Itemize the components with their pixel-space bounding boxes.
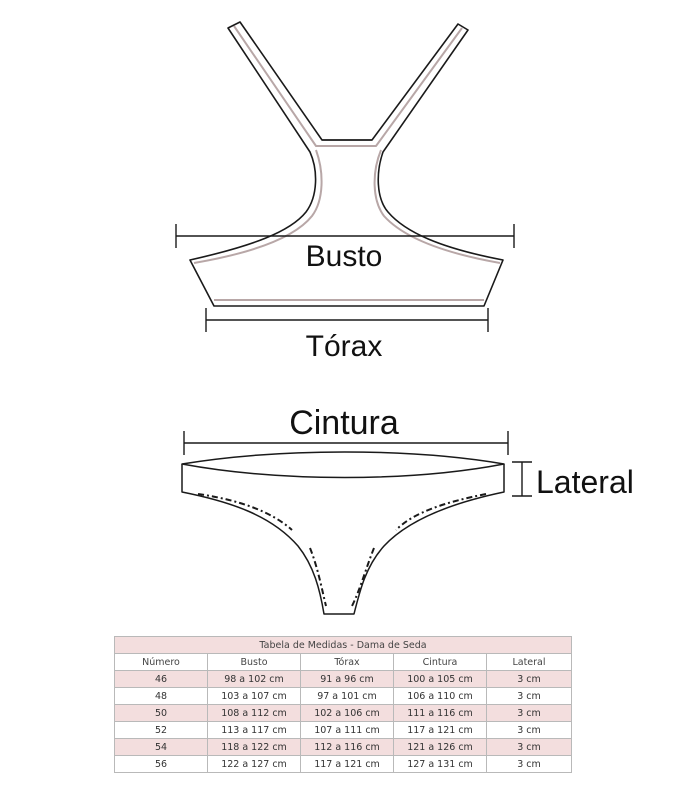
cell-torax: 91 a 96 cm (300, 670, 394, 688)
cell-busto: 118 a 122 cm (207, 738, 301, 756)
top-outline (189, 21, 504, 307)
table-title: Tabela de Medidas - Dama de Seda (114, 636, 572, 654)
header-numero: Número (114, 653, 208, 671)
cell-busto: 122 a 127 cm (207, 755, 301, 773)
cell-cintura: 111 a 116 cm (393, 704, 487, 722)
cell-cintura: 100 a 105 cm (393, 670, 487, 688)
lateral-label: Lateral (536, 464, 634, 500)
cell-busto: 98 a 102 cm (207, 670, 301, 688)
bottom-garment (181, 451, 505, 615)
stitch-lines (197, 493, 487, 607)
cintura-label: Cintura (289, 404, 399, 442)
cell-torax: 107 a 111 cm (300, 721, 394, 739)
cell-torax: 112 a 116 cm (300, 738, 394, 756)
size-chart-table: Tabela de Medidas - Dama de Seda Número … (114, 636, 572, 773)
cell-busto: 108 a 112 cm (207, 704, 301, 722)
cell-cintura: 121 a 126 cm (393, 738, 487, 756)
bottom-outline (181, 464, 505, 615)
cell-lateral: 3 cm (486, 704, 572, 722)
table-header-row: Número Busto Tórax Cintura Lateral (114, 653, 572, 671)
cell-busto: 103 a 107 cm (207, 687, 301, 705)
cell-numero: 46 (114, 670, 208, 688)
cell-numero: 54 (114, 738, 208, 756)
cell-lateral: 3 cm (486, 670, 572, 688)
cintura-measure-line (183, 431, 509, 455)
cell-torax: 102 a 106 cm (300, 704, 394, 722)
cell-numero: 50 (114, 704, 208, 722)
cell-torax: 97 a 101 cm (300, 687, 394, 705)
cell-numero: 48 (114, 687, 208, 705)
cell-lateral: 3 cm (486, 687, 572, 705)
cell-lateral: 3 cm (486, 738, 572, 756)
cell-cintura: 127 a 131 cm (393, 755, 487, 773)
table-row: 48 103 a 107 cm 97 a 101 cm 106 a 110 cm… (114, 687, 572, 705)
top-garment (189, 21, 504, 307)
table-row: 52 113 a 117 cm 107 a 111 cm 117 a 121 c… (114, 721, 572, 739)
cell-numero: 56 (114, 755, 208, 773)
cell-cintura: 106 a 110 cm (393, 687, 487, 705)
top-inner-line (193, 25, 501, 301)
table-row: 54 118 a 122 cm 112 a 116 cm 121 a 126 c… (114, 738, 572, 756)
table-row: 46 98 a 102 cm 91 a 96 cm 100 a 105 cm 3… (114, 670, 572, 688)
cell-lateral: 3 cm (486, 755, 572, 773)
busto-label: Busto (306, 240, 383, 273)
cell-torax: 117 a 121 cm (300, 755, 394, 773)
torax-measure-line (205, 308, 489, 332)
cell-lateral: 3 cm (486, 721, 572, 739)
cell-numero: 52 (114, 721, 208, 739)
header-cintura: Cintura (393, 653, 487, 671)
table-row: 56 122 a 127 cm 117 a 121 cm 127 a 131 c… (114, 755, 572, 773)
header-busto: Busto (207, 653, 301, 671)
header-torax: Tórax (300, 653, 394, 671)
lateral-measure-line (512, 461, 532, 497)
busto-measure-line (175, 224, 515, 248)
cell-busto: 113 a 117 cm (207, 721, 301, 739)
header-lateral: Lateral (486, 653, 572, 671)
garment-measurement-diagram: Busto Tórax Cintura Lateral (175, 21, 634, 615)
waistband (181, 451, 505, 479)
table-row: 50 108 a 112 cm 102 a 106 cm 111 a 116 c… (114, 704, 572, 722)
torax-label: Tórax (306, 330, 383, 363)
cell-cintura: 117 a 121 cm (393, 721, 487, 739)
